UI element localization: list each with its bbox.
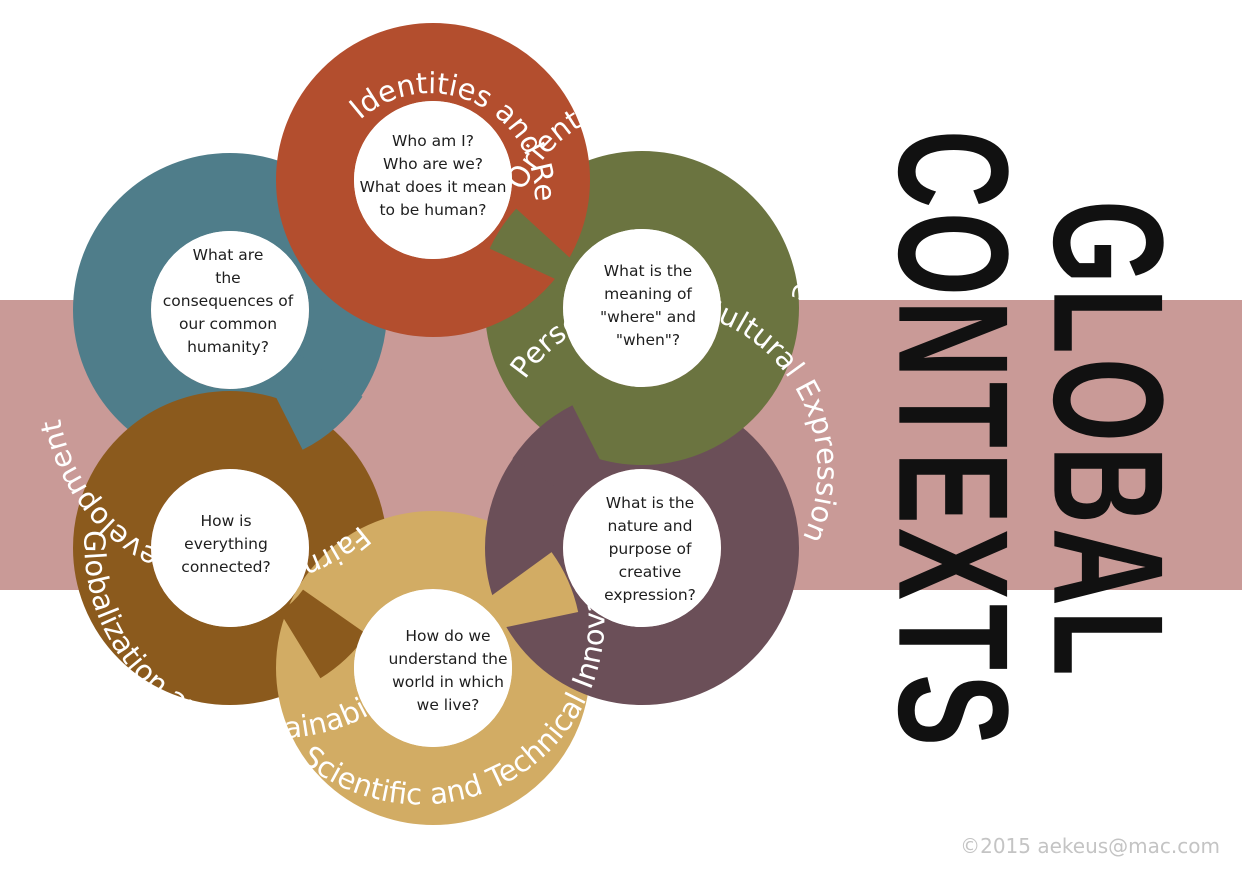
ring-identities bbox=[276, 23, 590, 337]
weave-orientation-over-identities bbox=[489, 208, 575, 283]
center-scientific bbox=[354, 589, 512, 747]
center-orientation bbox=[563, 229, 721, 387]
weave-scientific-over-personal bbox=[487, 552, 579, 630]
copyright-credit: ©2015 aekeus@mac.com bbox=[960, 834, 1220, 858]
center-globalization bbox=[151, 469, 309, 627]
center-fairness bbox=[151, 231, 309, 389]
weave-personal-over-orientation bbox=[512, 405, 609, 503]
title-line-contexts: CONTEXTS bbox=[866, 129, 1042, 751]
weave-globalization-over-scientific bbox=[278, 588, 367, 679]
center-identities bbox=[354, 101, 512, 259]
question-scientific: How do we understand the world in which … bbox=[388, 627, 508, 714]
weave-fairness-over-globalization bbox=[266, 352, 363, 450]
question-identities: Who am I? Who are we? What does it mean … bbox=[359, 132, 507, 219]
question-orientation: What is the meaning of "where" and "when… bbox=[600, 262, 696, 349]
ring-orientation bbox=[485, 151, 799, 465]
question-personal: What is the nature and purpose of creati… bbox=[604, 494, 696, 604]
question-globalization: How is everything connected? bbox=[181, 512, 271, 576]
poster-title: GLOBAL CONTEXTS bbox=[853, 95, 1196, 785]
question-fairness: What are the consequences of our common … bbox=[162, 246, 294, 356]
center-personal bbox=[563, 469, 721, 627]
